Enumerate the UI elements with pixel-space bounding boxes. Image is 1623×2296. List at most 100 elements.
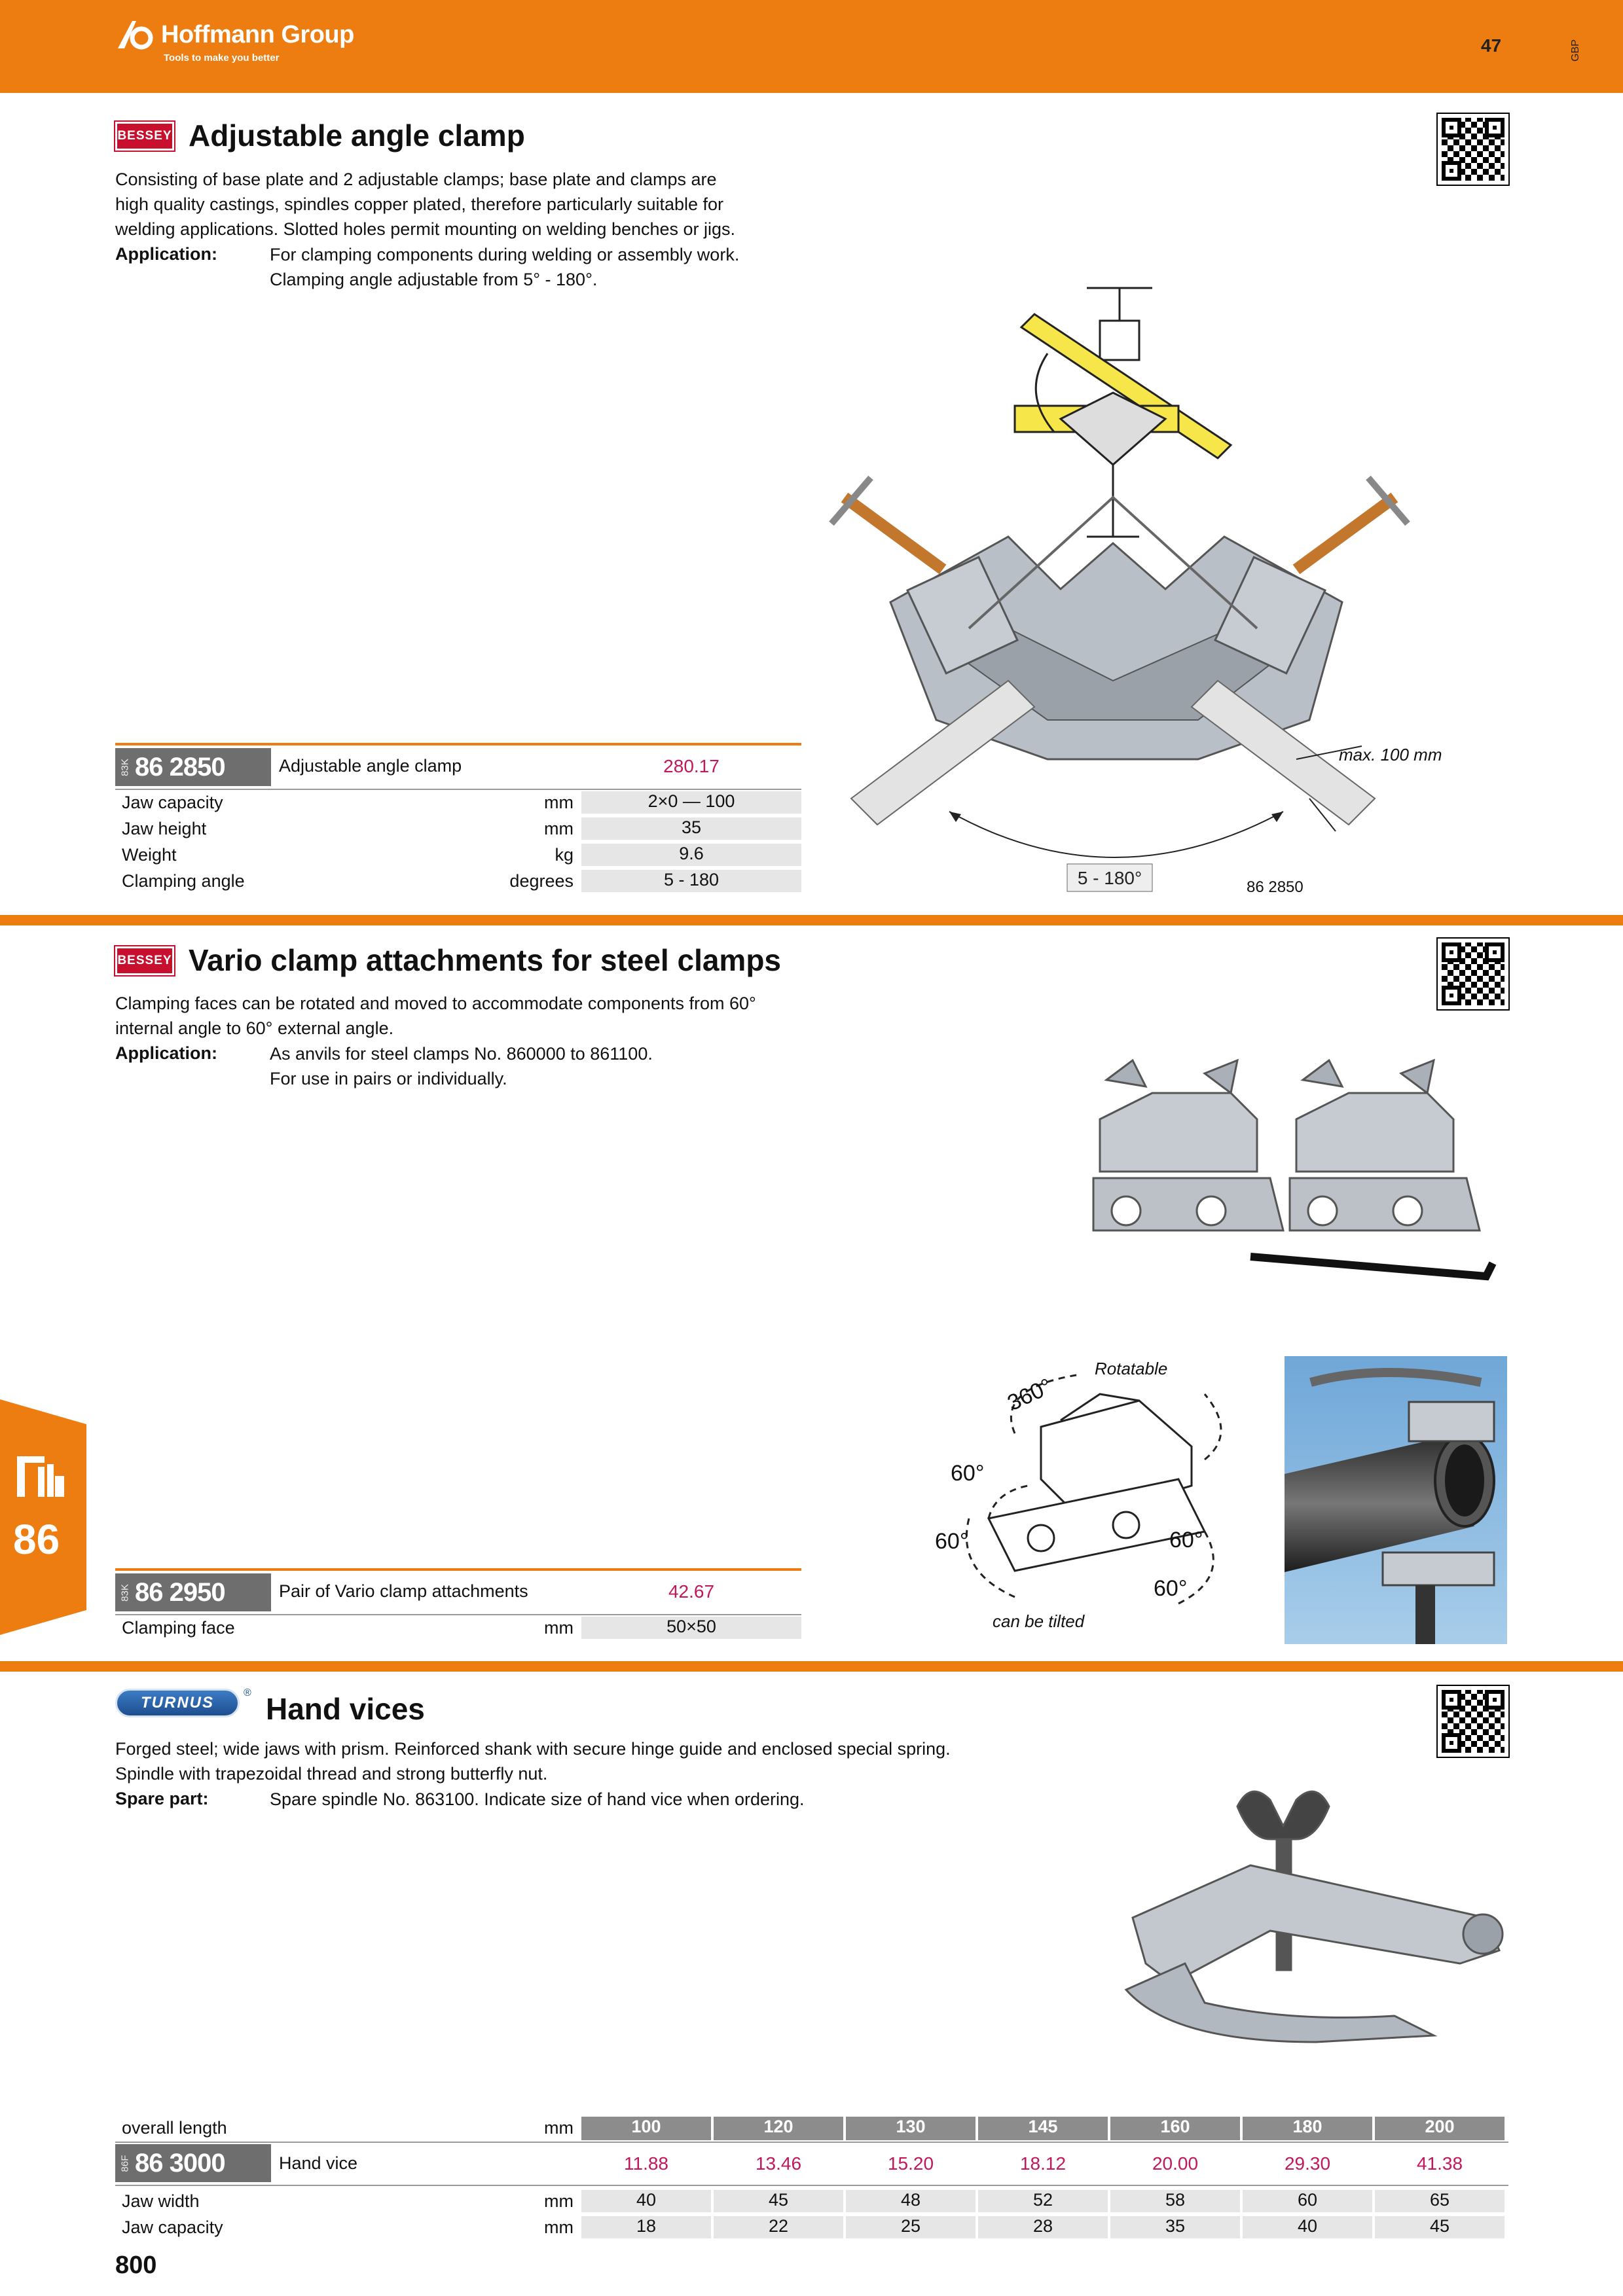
product-name: Pair of Vario clamp attachments xyxy=(279,1581,528,1601)
size-header: 160 xyxy=(1110,2117,1240,2140)
size-header: 145 xyxy=(978,2117,1108,2140)
spec-unit: mm xyxy=(544,819,574,838)
product-table-863000: overall length mm 86F 86 3000 Hand vice … xyxy=(115,2115,1508,2286)
spec-unit: mm xyxy=(544,2217,574,2237)
variant-price: 11.88 xyxy=(624,2153,668,2174)
application-line: For clamping components during welding o… xyxy=(270,245,740,264)
spec-value: 2×0 — 100 xyxy=(581,791,801,814)
spec-label: Jaw width xyxy=(122,2191,200,2211)
spec-unit: mm xyxy=(544,1618,574,1638)
spec-value: 18 xyxy=(581,2216,711,2238)
table-top-rule xyxy=(115,1568,801,1571)
section-divider xyxy=(0,1661,1623,1672)
section-title: Hand vices xyxy=(266,1692,425,1726)
spec-unit: degrees xyxy=(509,871,574,891)
spec-label: Jaw capacity xyxy=(122,2217,223,2237)
qr-code[interactable] xyxy=(1436,937,1510,1011)
bessey-brand-logo: BESSEY xyxy=(114,120,175,152)
description-line: Spindle with trapezoidal thread and stro… xyxy=(115,1764,548,1784)
page-header xyxy=(0,0,1623,93)
figure-article-label: 86 2850 xyxy=(1247,878,1304,896)
bessey-brand-logo: BESSEY xyxy=(114,945,175,977)
hand-vice-photo xyxy=(1124,1790,1504,2043)
article-number-box[interactable]: 83K 86 2950 xyxy=(115,1573,271,1611)
spec-value: 35 xyxy=(581,817,801,840)
spec-label: Jaw capacity xyxy=(122,793,223,812)
article-prefix: 86F xyxy=(119,2155,131,2172)
article-prefix: 83K xyxy=(119,1583,131,1602)
spec-label: Jaw height xyxy=(122,819,207,838)
article-number-box[interactable]: 86F 86 3000 xyxy=(115,2144,271,2182)
application-line: For use in pairs or individually. xyxy=(270,1069,507,1088)
angle-60-label: 60° xyxy=(1154,1576,1188,1601)
description-line: Consisting of base plate and 2 adjustabl… xyxy=(115,170,717,189)
application-line: Clamping angle adjustable from 5° - 180°… xyxy=(270,270,598,289)
spare-part-text: Spare spindle No. 863100. Indicate size … xyxy=(270,1787,805,1812)
application-text: For clamping components during welding o… xyxy=(270,242,739,292)
article-number: 86 2950 xyxy=(135,1577,226,1607)
spec-value: 48 xyxy=(846,2190,976,2212)
row-divider xyxy=(115,1614,801,1615)
spec-value: 50×50 xyxy=(581,1617,801,1639)
clamp-body xyxy=(829,475,1410,826)
description-line: Forged steel; wide jaws with prism. Rein… xyxy=(115,1739,951,1759)
article-prefix: 83K xyxy=(119,758,131,776)
vice-chapter-icon xyxy=(14,1450,69,1502)
article-number-box[interactable]: 83K 86 2850 xyxy=(115,748,271,786)
angle-60-label: 60° xyxy=(951,1461,985,1486)
variant-price: 29.30 xyxy=(1284,2153,1331,2174)
spec-value: 45 xyxy=(1375,2216,1504,2238)
rotation-diagram xyxy=(965,1373,1222,1605)
page-number-bottom: 800 xyxy=(115,2251,157,2279)
tilted-label: can be tilted xyxy=(993,1611,1085,1631)
spec-value: 9.6 xyxy=(581,844,801,866)
row-divider xyxy=(115,2185,1508,2186)
product-price: 42.67 xyxy=(668,1581,715,1602)
product-name: Adjustable angle clamp xyxy=(279,756,462,776)
application-label: Application: xyxy=(115,244,217,264)
vario-attachments-photo xyxy=(1092,1058,1497,1281)
section-title: Adjustable angle clamp xyxy=(189,118,525,152)
variant-price: 18.12 xyxy=(1019,2153,1067,2174)
qr-code[interactable] xyxy=(1436,113,1510,186)
size-header: 180 xyxy=(1243,2117,1372,2140)
article-number: 86 2850 xyxy=(135,752,226,781)
product-price: 280.17 xyxy=(663,756,720,776)
brand-name: Hoffmann Group xyxy=(161,20,354,48)
section-description: Clamping faces can be rotated and moved … xyxy=(115,991,848,1041)
description-line: Clamping faces can be rotated and moved … xyxy=(115,994,756,1013)
application-line: As anvils for steel clamps No. 860000 to… xyxy=(270,1044,653,1064)
product-name: Hand vice xyxy=(279,2153,358,2173)
hoffmann-logo: Hoffmann Group Tools to make you better xyxy=(115,18,354,71)
size-header: 200 xyxy=(1375,2117,1504,2140)
chapter-number: 86 xyxy=(13,1516,60,1563)
angle-60-label: 60° xyxy=(1169,1528,1203,1552)
pipe-application-photo xyxy=(1285,1356,1507,1644)
hoffmann-logo-icon xyxy=(115,18,157,51)
brand-label: BESSEY xyxy=(117,129,172,143)
spare-part-label: Spare part: xyxy=(115,1789,209,1808)
variant-price: 41.38 xyxy=(1416,2153,1463,2174)
spec-label: Clamping face xyxy=(122,1618,235,1638)
brand-tagline: Tools to make you better xyxy=(164,52,280,63)
size-label: overall length xyxy=(122,2118,227,2138)
angle-clamp-illustration: 5 - 180° xyxy=(829,287,1410,892)
spec-value: 5 - 180 xyxy=(581,870,801,892)
spec-value: 25 xyxy=(846,2216,976,2238)
rotatable-label: Rotatable xyxy=(1095,1359,1168,1378)
section-description: Consisting of base plate and 2 adjustabl… xyxy=(115,167,848,242)
size-header: 100 xyxy=(581,2117,711,2140)
section-divider xyxy=(0,915,1623,925)
section-description: Forged steel; wide jaws with prism. Rein… xyxy=(115,1736,1228,1786)
application-text: As anvils for steel clamps No. 860000 to… xyxy=(270,1041,653,1091)
article-number: 86 3000 xyxy=(135,2148,226,2178)
spec-unit: mm xyxy=(544,2191,574,2211)
spec-value: 22 xyxy=(714,2216,843,2238)
inset-sketch xyxy=(1013,287,1233,538)
size-unit: mm xyxy=(544,2118,574,2138)
product-table-862850: 83K 86 2850 Adjustable angle clamp 280.1… xyxy=(115,743,801,897)
qr-code[interactable] xyxy=(1436,1685,1510,1758)
size-header: 130 xyxy=(846,2117,976,2140)
brand-label: TURNUS xyxy=(141,1694,214,1712)
size-header: 120 xyxy=(714,2117,843,2140)
